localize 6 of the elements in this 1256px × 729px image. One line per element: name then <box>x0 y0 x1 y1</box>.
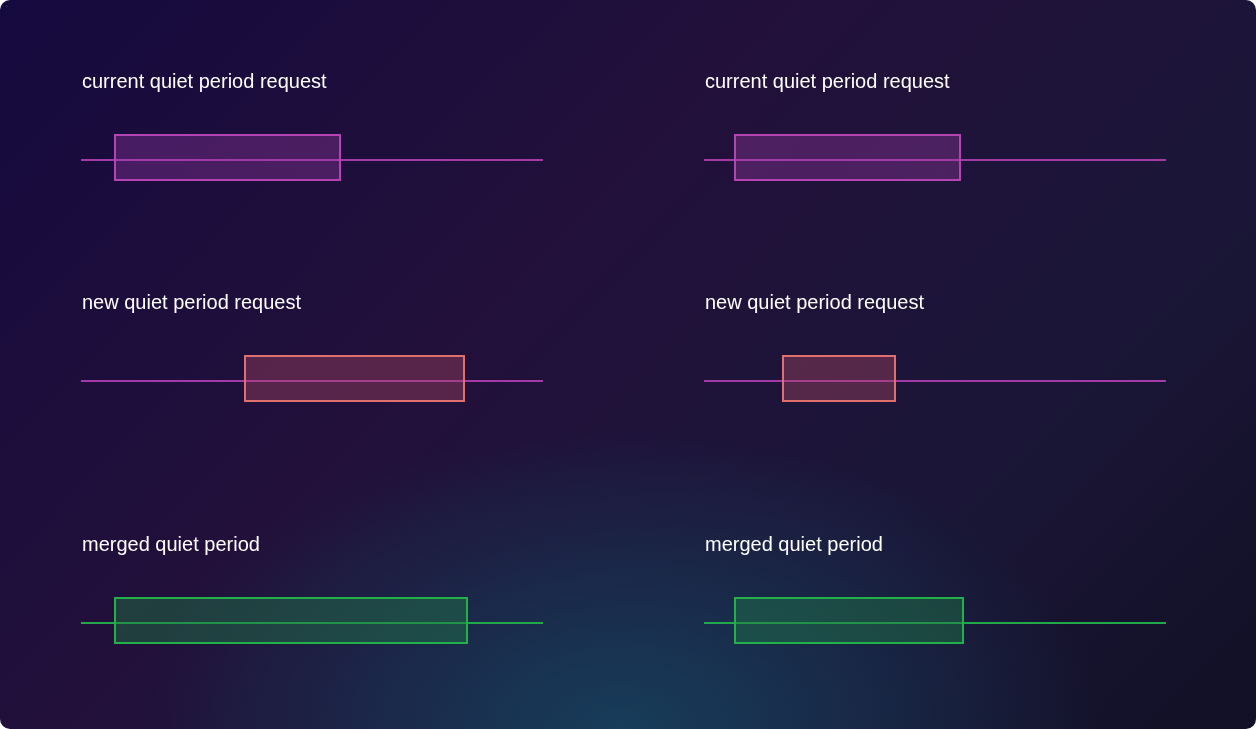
period-label: current quiet period request <box>705 69 950 93</box>
period-label: new quiet period request <box>705 290 925 314</box>
period-label: current quiet period request <box>82 69 327 93</box>
period-label: merged quiet period <box>705 532 883 556</box>
period-label: merged quiet period <box>82 532 260 556</box>
period-label: new quiet period request <box>82 290 302 314</box>
